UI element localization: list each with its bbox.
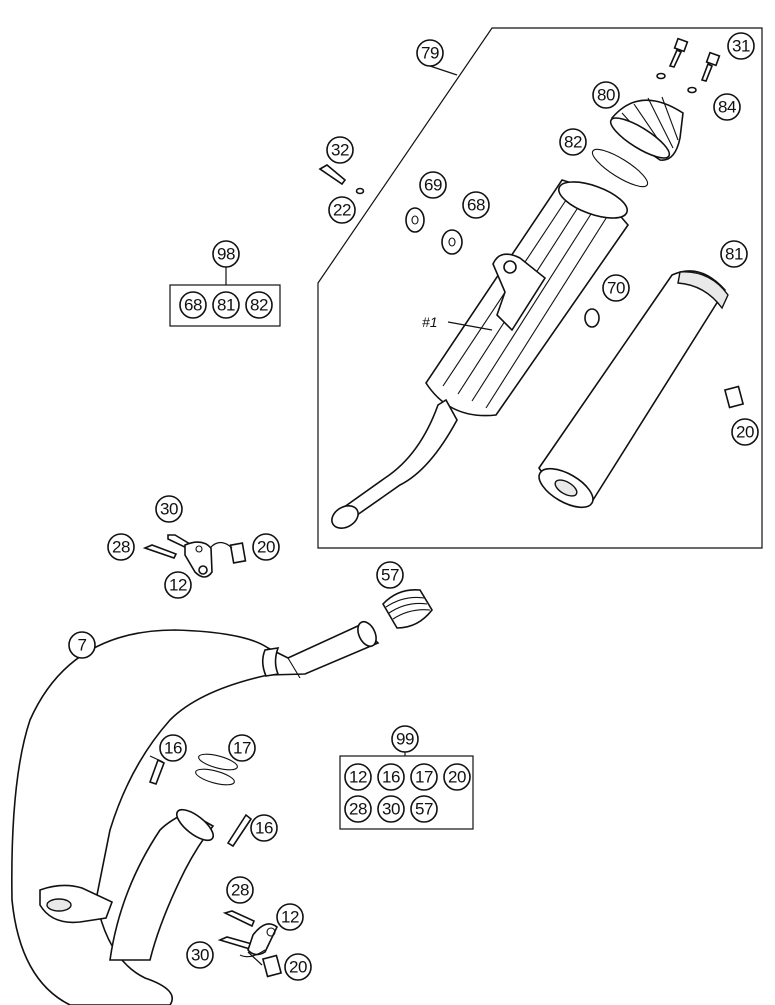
callout-20-low: 20 [284, 953, 312, 981]
callout-17: 17 [228, 734, 256, 762]
callout-80: 80 [592, 81, 620, 109]
kit-99-item-3: 17 [410, 763, 438, 791]
callout-12-low: 12 [276, 903, 304, 931]
callout-30-mid: 30 [155, 495, 183, 523]
svg-text:68: 68 [467, 196, 485, 215]
end-cap [609, 96, 684, 161]
callout-28-low: 28 [226, 876, 254, 904]
spring-16-upper [148, 758, 166, 786]
callout-82-top: 82 [559, 128, 587, 156]
svg-text:12: 12 [169, 576, 187, 595]
svg-text:81: 81 [725, 245, 743, 264]
svg-text:31: 31 [732, 37, 750, 56]
svg-text:22: 22 [333, 201, 351, 220]
silencer-body: #1 [331, 179, 629, 529]
kit-99-item-2: 16 [377, 763, 405, 791]
svg-text:20: 20 [257, 538, 275, 557]
callout-20-mid: 20 [252, 533, 280, 561]
svg-text:82: 82 [250, 296, 268, 315]
svg-text:12: 12 [349, 768, 367, 787]
svg-text:99: 99 [396, 730, 414, 749]
callout-81-right: 81 [720, 240, 748, 268]
kit-98-item-3: 82 [245, 291, 273, 319]
bolt-22-32 [318, 164, 365, 195]
bolts-top [656, 37, 721, 94]
svg-text:7: 7 [78, 636, 87, 655]
svg-text:70: 70 [607, 279, 625, 298]
callout-12-mid: 12 [164, 571, 192, 599]
svg-text:28: 28 [349, 800, 367, 819]
exhaust-pipe [11, 620, 380, 1005]
svg-text:57: 57 [381, 566, 399, 585]
spring-57 [382, 588, 433, 629]
svg-text:68: 68 [184, 296, 202, 315]
silencer-sleeve [538, 270, 729, 509]
spring-16-lower [226, 813, 253, 848]
clip-nut-right [723, 385, 745, 409]
callout-68: 68 [462, 191, 490, 219]
kit-99-item-5: 28 [344, 795, 372, 823]
part-ref-label: #1 [422, 314, 438, 330]
kit-99-item-1: 12 [344, 763, 372, 791]
kit-99-item-6: 30 [377, 795, 405, 823]
callout-32: 32 [326, 136, 354, 164]
svg-text:28: 28 [231, 881, 249, 900]
callout-84: 84 [713, 93, 741, 121]
callout-69: 69 [419, 171, 447, 199]
svg-text:82: 82 [564, 133, 582, 152]
svg-text:16: 16 [255, 819, 273, 838]
callout-16-upper: 16 [159, 734, 187, 762]
seal-ring [591, 148, 649, 188]
callout-70: 70 [602, 274, 630, 302]
kit-99-item-7: 57 [410, 795, 438, 823]
svg-text:32: 32 [331, 141, 349, 160]
svg-text:81: 81 [217, 296, 235, 315]
svg-text:98: 98 [217, 245, 235, 264]
callout-22: 22 [328, 196, 356, 224]
svg-text:17: 17 [233, 739, 251, 758]
svg-text:20: 20 [448, 768, 466, 787]
callout-7: 7 [68, 631, 96, 659]
svg-text:20: 20 [736, 423, 754, 442]
svg-text:30: 30 [382, 800, 400, 819]
kit-98-item-2: 81 [212, 291, 240, 319]
svg-text:17: 17 [415, 768, 433, 787]
lower-bracket-assembly [217, 910, 283, 978]
silencer-assembly-frame [317, 27, 763, 549]
svg-text:79: 79 [421, 44, 439, 63]
svg-text:12: 12 [281, 908, 299, 927]
callout-79: 79 [416, 39, 444, 67]
svg-text:80: 80 [597, 86, 615, 105]
seal-ring-17-a [198, 753, 238, 771]
svg-text:16: 16 [382, 768, 400, 787]
callout-99: 99 [391, 725, 419, 753]
callout-57: 57 [376, 561, 404, 589]
mid-bracket-assembly [142, 534, 247, 578]
seal-ring-17-b [195, 768, 235, 786]
kit-99-item-4: 20 [443, 763, 471, 791]
svg-text:30: 30 [191, 946, 209, 965]
svg-text:28: 28 [112, 538, 130, 557]
svg-text:16: 16 [164, 739, 182, 758]
svg-text:57: 57 [415, 800, 433, 819]
callout-30-low: 30 [186, 941, 214, 969]
svg-text:30: 30 [160, 500, 178, 519]
callout-20-right: 20 [731, 418, 759, 446]
svg-text:84: 84 [718, 98, 736, 117]
callout-98: 98 [212, 240, 240, 268]
svg-text:20: 20 [289, 958, 307, 977]
grommets [405, 207, 600, 328]
kit-98-item-1: 68 [179, 291, 207, 319]
callout-28-mid: 28 [107, 533, 135, 561]
svg-text:69: 69 [424, 176, 442, 195]
callout-16-lower: 16 [250, 814, 278, 842]
callout-31: 31 [727, 32, 755, 60]
